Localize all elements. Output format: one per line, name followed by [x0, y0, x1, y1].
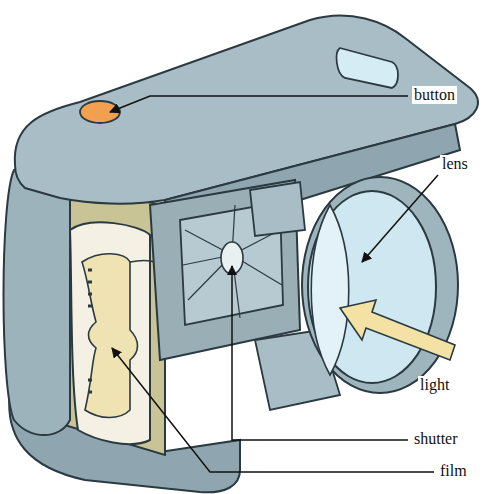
part-label: lens: [440, 155, 470, 173]
part-label: film: [438, 462, 469, 480]
part-label: button: [412, 86, 457, 104]
part-label: shutter: [412, 430, 460, 448]
leader-line: [110, 96, 408, 112]
part-label: light: [418, 376, 451, 394]
leader-line: [112, 348, 434, 472]
leader-line: [362, 175, 438, 262]
leader-line: [232, 266, 408, 440]
